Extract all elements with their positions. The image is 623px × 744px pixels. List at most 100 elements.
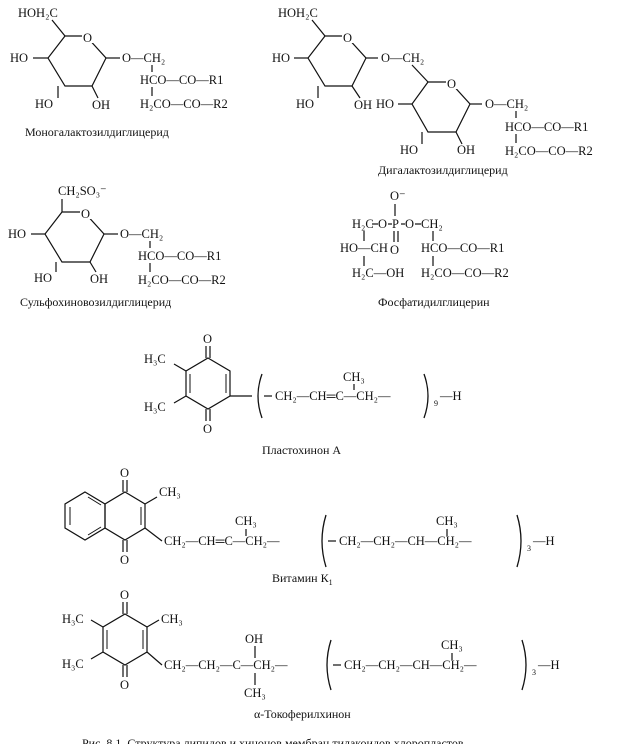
o-minus-label: O⁻ (390, 189, 406, 203)
ch3-label: H₃C (144, 352, 166, 366)
naphthoquinone-ring (104, 491, 146, 541)
galactose-ring (47, 35, 107, 87)
double-bond (87, 526, 102, 536)
glycosidic-o-ch2: O—CH₂ (381, 51, 424, 65)
benzene-ring (64, 491, 106, 541)
h-terminal: —H (439, 389, 462, 403)
quinone-ring (185, 357, 231, 410)
oh-label: OH (92, 98, 110, 112)
ho-label: HO (10, 51, 28, 65)
h2co-co-r2: H₂CO—CO—R2 (505, 144, 593, 158)
vitamin-k1-structure: O O CH₃ CH₂—CH═C—CH₂— CH₃ CH₂—CH₂—CH—CH₂… (64, 466, 555, 587)
bond (146, 651, 163, 666)
isoprene-chain: CH₂—CH═C—CH₂— (275, 389, 391, 403)
tocopherylquinone-structure: O O H₃C H₃C CH₃ CH₂—CH₂—C—CH₂— OH CH₃ CH… (62, 588, 560, 721)
sulfoquinovosyl-diglyceride-structure: CH₂SO₃⁻ O HO HO OH O—CH₂ HCO—CO—R1 H₂CO—… (8, 184, 226, 309)
phytyl-chain-2: CH₂—CH₂—CH—CH₂— (339, 534, 472, 548)
o-label: O (405, 217, 414, 231)
oh-label: OH (245, 632, 263, 646)
caption-phosphatidyl: Фосфатидилглицерин (378, 295, 490, 309)
galactose-ring-2 (411, 81, 471, 133)
bond (90, 619, 104, 628)
hco-co-r1: HCO—CO—R1 (140, 73, 223, 87)
side-chain-1: CH₂—CH₂—C—CH₂— (164, 658, 288, 672)
bond (89, 261, 97, 273)
glycosidic-o-ch2: O—CH₂ (122, 51, 165, 65)
side-chain-2: CH₂—CH₂—CH—CH₂— (344, 658, 477, 672)
ch2-label: CH₂ (421, 217, 443, 231)
figure-caption-partial: Рис. 8.1. Структура липидов и хинонов ме… (82, 736, 464, 744)
quinovose-ring (44, 211, 105, 263)
phosphatidylglycerol-structure: O⁻ H₂C O P O CH₂ O HO—CH H₂C—OH HCO—CO—R… (340, 189, 509, 309)
bracket-close (423, 373, 429, 419)
ring-oxygen: O (83, 31, 92, 45)
ho-label: HO (34, 271, 52, 285)
ch3-label: CH₃ (159, 485, 181, 499)
h2co-co-r2: H₂CO—CO—R2 (140, 97, 228, 111)
caption-monogalactosyl: Моногалактозилдиглицерид (25, 125, 169, 139)
ho-label: HO (376, 97, 394, 111)
bond (311, 19, 326, 37)
ho-label: HO (272, 51, 290, 65)
h2c-oh-label: H₂C—OH (352, 266, 404, 280)
hco-co-r1: HCO—CO—R1 (505, 120, 588, 134)
repeat-count: 3 (532, 668, 536, 677)
ch2so3-label: CH₂SO₃⁻ (58, 184, 107, 198)
hoh2c-label: HOH₂C (278, 6, 318, 20)
carbonyl-o: O (120, 466, 129, 480)
carbonyl-o: O (120, 588, 129, 602)
bracket-open (326, 639, 332, 691)
quinone-ring (102, 613, 148, 666)
carbonyl-o: O (120, 553, 129, 567)
bond (144, 496, 158, 505)
ch3-label: H₃C (144, 400, 166, 414)
glycosidic-o-ch2: O—CH₂ (485, 97, 528, 111)
bond (144, 527, 163, 542)
o-label: O (390, 243, 399, 257)
ho-ch-label: HO—CH (340, 241, 388, 255)
bracket-close (516, 514, 522, 568)
plastoquinone-a-structure: O O H₃C H₃C CH₂—CH═C—CH₂— CH₃ 9 —H Пласт… (144, 332, 462, 457)
hco-co-r1: HCO—CO—R1 (421, 241, 504, 255)
caption-vitamin-k1: Витамин К1 (272, 571, 333, 587)
bond (411, 64, 429, 83)
o-label: O (378, 217, 387, 231)
bond (90, 651, 104, 660)
caption-sulfoquinovosyl: Сульфохиновозилдиглицерид (20, 295, 171, 309)
caption-digalactosyl: Дигалактозилдиглицерид (378, 163, 508, 177)
bracket-open (257, 373, 263, 419)
bond (351, 85, 361, 99)
h2co-co-r2: H₂CO—CO—R2 (421, 266, 509, 280)
ring-oxygen: O (81, 207, 90, 221)
repeat-count: 9 (434, 399, 438, 408)
ho-label: HO (35, 97, 53, 111)
galactose-ring-1 (307, 35, 367, 87)
ch3-label: CH₃ (235, 514, 257, 528)
caption-plastoquinone: Пластохинон А (262, 443, 341, 457)
ch3-label: CH₃ (441, 638, 463, 652)
bracket-open (321, 514, 327, 568)
ch3-label: CH₃ (161, 612, 183, 626)
oh-label: OH (90, 272, 108, 286)
phytyl-chain-1: CH₂—CH═C—CH₂— (164, 534, 280, 548)
carbonyl-o: O (203, 332, 212, 346)
caption-tocopherylquinone: α-Токоферилхинон (254, 707, 351, 721)
digalactosyl-diglyceride-structure: HOH₂C O HO HO OH O—CH₂ O HO HO OH O—CH₂ … (272, 6, 593, 177)
h2co-co-r2: H₂CO—CO—R2 (138, 273, 226, 287)
bond (455, 131, 463, 145)
ch3-label: CH₃ (244, 686, 266, 700)
ho-label: HO (8, 227, 26, 241)
glycosidic-o-ch2: O—CH₂ (120, 227, 163, 241)
carbonyl-o: O (203, 422, 212, 436)
bond (173, 363, 187, 372)
ho-label: HO (296, 97, 314, 111)
bond (51, 19, 66, 37)
ring-oxygen: O (447, 77, 456, 91)
h2c-label: H₂C (352, 217, 374, 231)
hoh2c-label: HOH₂C (18, 6, 58, 20)
ring-oxygen: O (343, 31, 352, 45)
bracket-close (521, 639, 527, 691)
repeat-count: 3 (527, 544, 531, 553)
bond (173, 395, 187, 404)
